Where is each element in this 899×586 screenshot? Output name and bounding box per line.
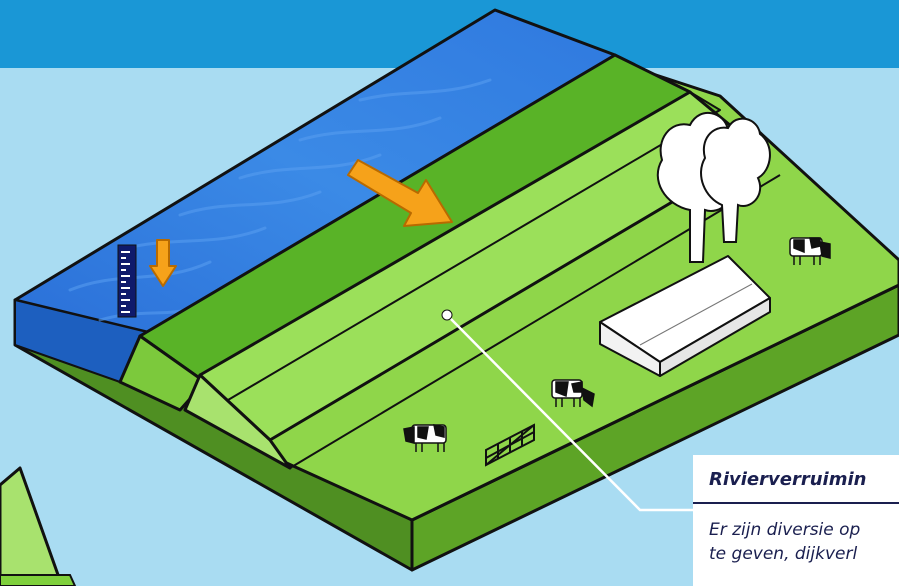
caption-body-line-1: Er zijn diversie op (709, 520, 860, 540)
caption-title: Rivierverruimin (693, 455, 899, 490)
caption-body-line-2: te geven, dijkverl (709, 544, 857, 564)
caption-body: Er zijn diversie op te geven, dijkverl (693, 504, 899, 566)
corner-levee (0, 468, 62, 586)
corner-levee-base (0, 575, 75, 586)
callout-dot-icon (442, 310, 452, 320)
caption-box: Rivierverruimin Er zijn diversie op te ge… (693, 455, 899, 586)
water-gauge-icon (118, 245, 136, 317)
